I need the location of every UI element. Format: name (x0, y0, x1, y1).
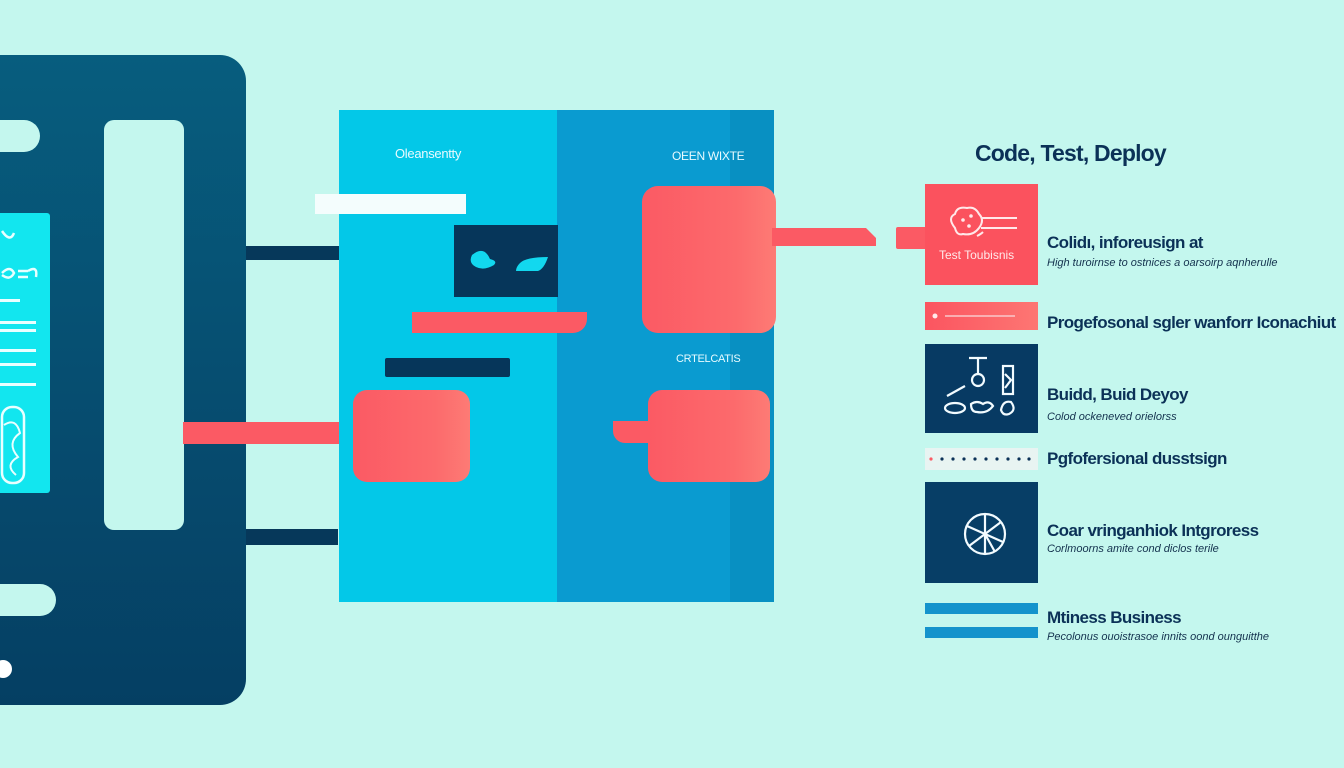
item-title: Coar vringanhiok Intgroress (1047, 521, 1259, 540)
device-home-dot (0, 660, 12, 678)
cookie-speed-icon (950, 206, 1017, 237)
connector-navy-bottom (246, 529, 338, 545)
item-subtitle: Corlmoorns amite cond diclos terile (1047, 543, 1219, 555)
item-title: Mtiness Business (1047, 608, 1182, 627)
stripes-icon[interactable] (925, 603, 1038, 638)
stripe-bottom (925, 627, 1038, 638)
info-title: Code, Test, Deploy (975, 140, 1167, 166)
blob-icon (470, 250, 496, 269)
tile-dotted[interactable] (925, 448, 1038, 470)
tile-test[interactable]: Test Toubisnis (925, 184, 1038, 285)
key-icon (1, 267, 38, 279)
tile-progress[interactable] (925, 482, 1038, 583)
white-input-bar (315, 194, 466, 214)
board-label-mid-right: CRTELCATIS (676, 353, 741, 365)
item-subtitle: High turoirnse to ostnices a oarsoirp aq… (1047, 257, 1278, 269)
item-title: Pgfofersional dusstsign (1047, 449, 1227, 468)
red-card-left[interactable] (353, 390, 470, 482)
device-screen (104, 120, 184, 530)
line-icon (0, 299, 20, 302)
stripe-top (925, 603, 1038, 614)
red-card-top[interactable] (642, 186, 776, 333)
item-title: Colidı, inforeusign at (1047, 233, 1203, 252)
device-app-panel (0, 213, 50, 493)
item-title: Progefosonal sgler wanforr Iconachiut (1047, 313, 1336, 332)
board-left-column (339, 110, 557, 602)
item-subtitle: Pecolonus ouoistrasoe innits oond oungui… (1047, 631, 1269, 643)
item-subtitle: Colod ockeneved orielorss (1047, 411, 1177, 423)
device-bottom-slot (0, 584, 56, 616)
connector-red-left (183, 422, 355, 444)
device-top-slot (0, 120, 40, 152)
tile-info-strip[interactable] (925, 302, 1038, 330)
navy-bar (385, 358, 510, 377)
brain-icon (0, 405, 26, 485)
leaf-icon (516, 257, 548, 271)
navy-module (454, 225, 558, 297)
red-progress-bar (412, 312, 587, 333)
board-label-top-right: OEEN WIXTE (672, 149, 745, 163)
info-strip-icon (932, 313, 1015, 319)
item-title: Buidd, Buid Deyoy (1047, 385, 1189, 404)
red-card-right-tab (613, 421, 651, 443)
module-glyphs (470, 250, 548, 271)
wheel-icon (963, 512, 1007, 556)
device-app-icons (0, 230, 38, 485)
connector-red-right (772, 228, 876, 246)
tile-build[interactable] (925, 344, 1038, 433)
connector-red-tile (896, 227, 928, 249)
check-icon (0, 230, 16, 239)
dotted-line-icon (929, 457, 1031, 461)
board-label-top-left: Oleansentty (395, 146, 462, 161)
red-card-right[interactable] (648, 390, 770, 482)
tile-test-label: Test Toubisnis (939, 248, 1015, 262)
build-tools-icon (943, 356, 1015, 416)
